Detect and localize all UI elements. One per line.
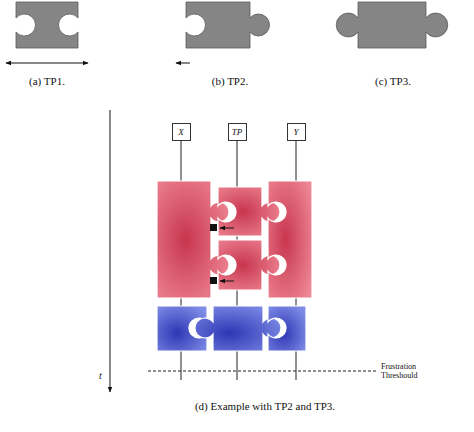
lifeline-header: TP (228, 123, 247, 141)
puzzle-piece (16, 2, 78, 48)
time-axis (110, 110, 111, 392)
subfigure-caption: (c) TP3. (353, 75, 433, 88)
puzzle-piece (268, 306, 306, 351)
pull-arrow (176, 63, 190, 64)
subfigure-caption: (d) Example with TP2 and TP3. (150, 400, 380, 413)
header-text: X (178, 128, 184, 137)
subfigure-caption: (b) TP2. (190, 75, 270, 88)
puzzle-piece (336, 2, 447, 48)
lifeline-header: Y (287, 123, 306, 141)
threshold-label: Frustration Threshould (381, 362, 433, 380)
marker-square (210, 277, 217, 284)
subfigure-caption: (a) TP1. (7, 75, 87, 88)
puzzle-piece (186, 2, 269, 48)
header-text: TP (232, 128, 243, 137)
threshold-line (148, 371, 378, 372)
pull-arrow (6, 63, 88, 64)
pull-arrow (220, 281, 234, 282)
header-text: Y (293, 128, 298, 137)
lifeline-header: X (172, 123, 191, 141)
pull-arrow (220, 228, 234, 229)
marker-square (210, 224, 217, 231)
puzzle-piece (268, 181, 312, 298)
time-label: t (99, 370, 109, 382)
